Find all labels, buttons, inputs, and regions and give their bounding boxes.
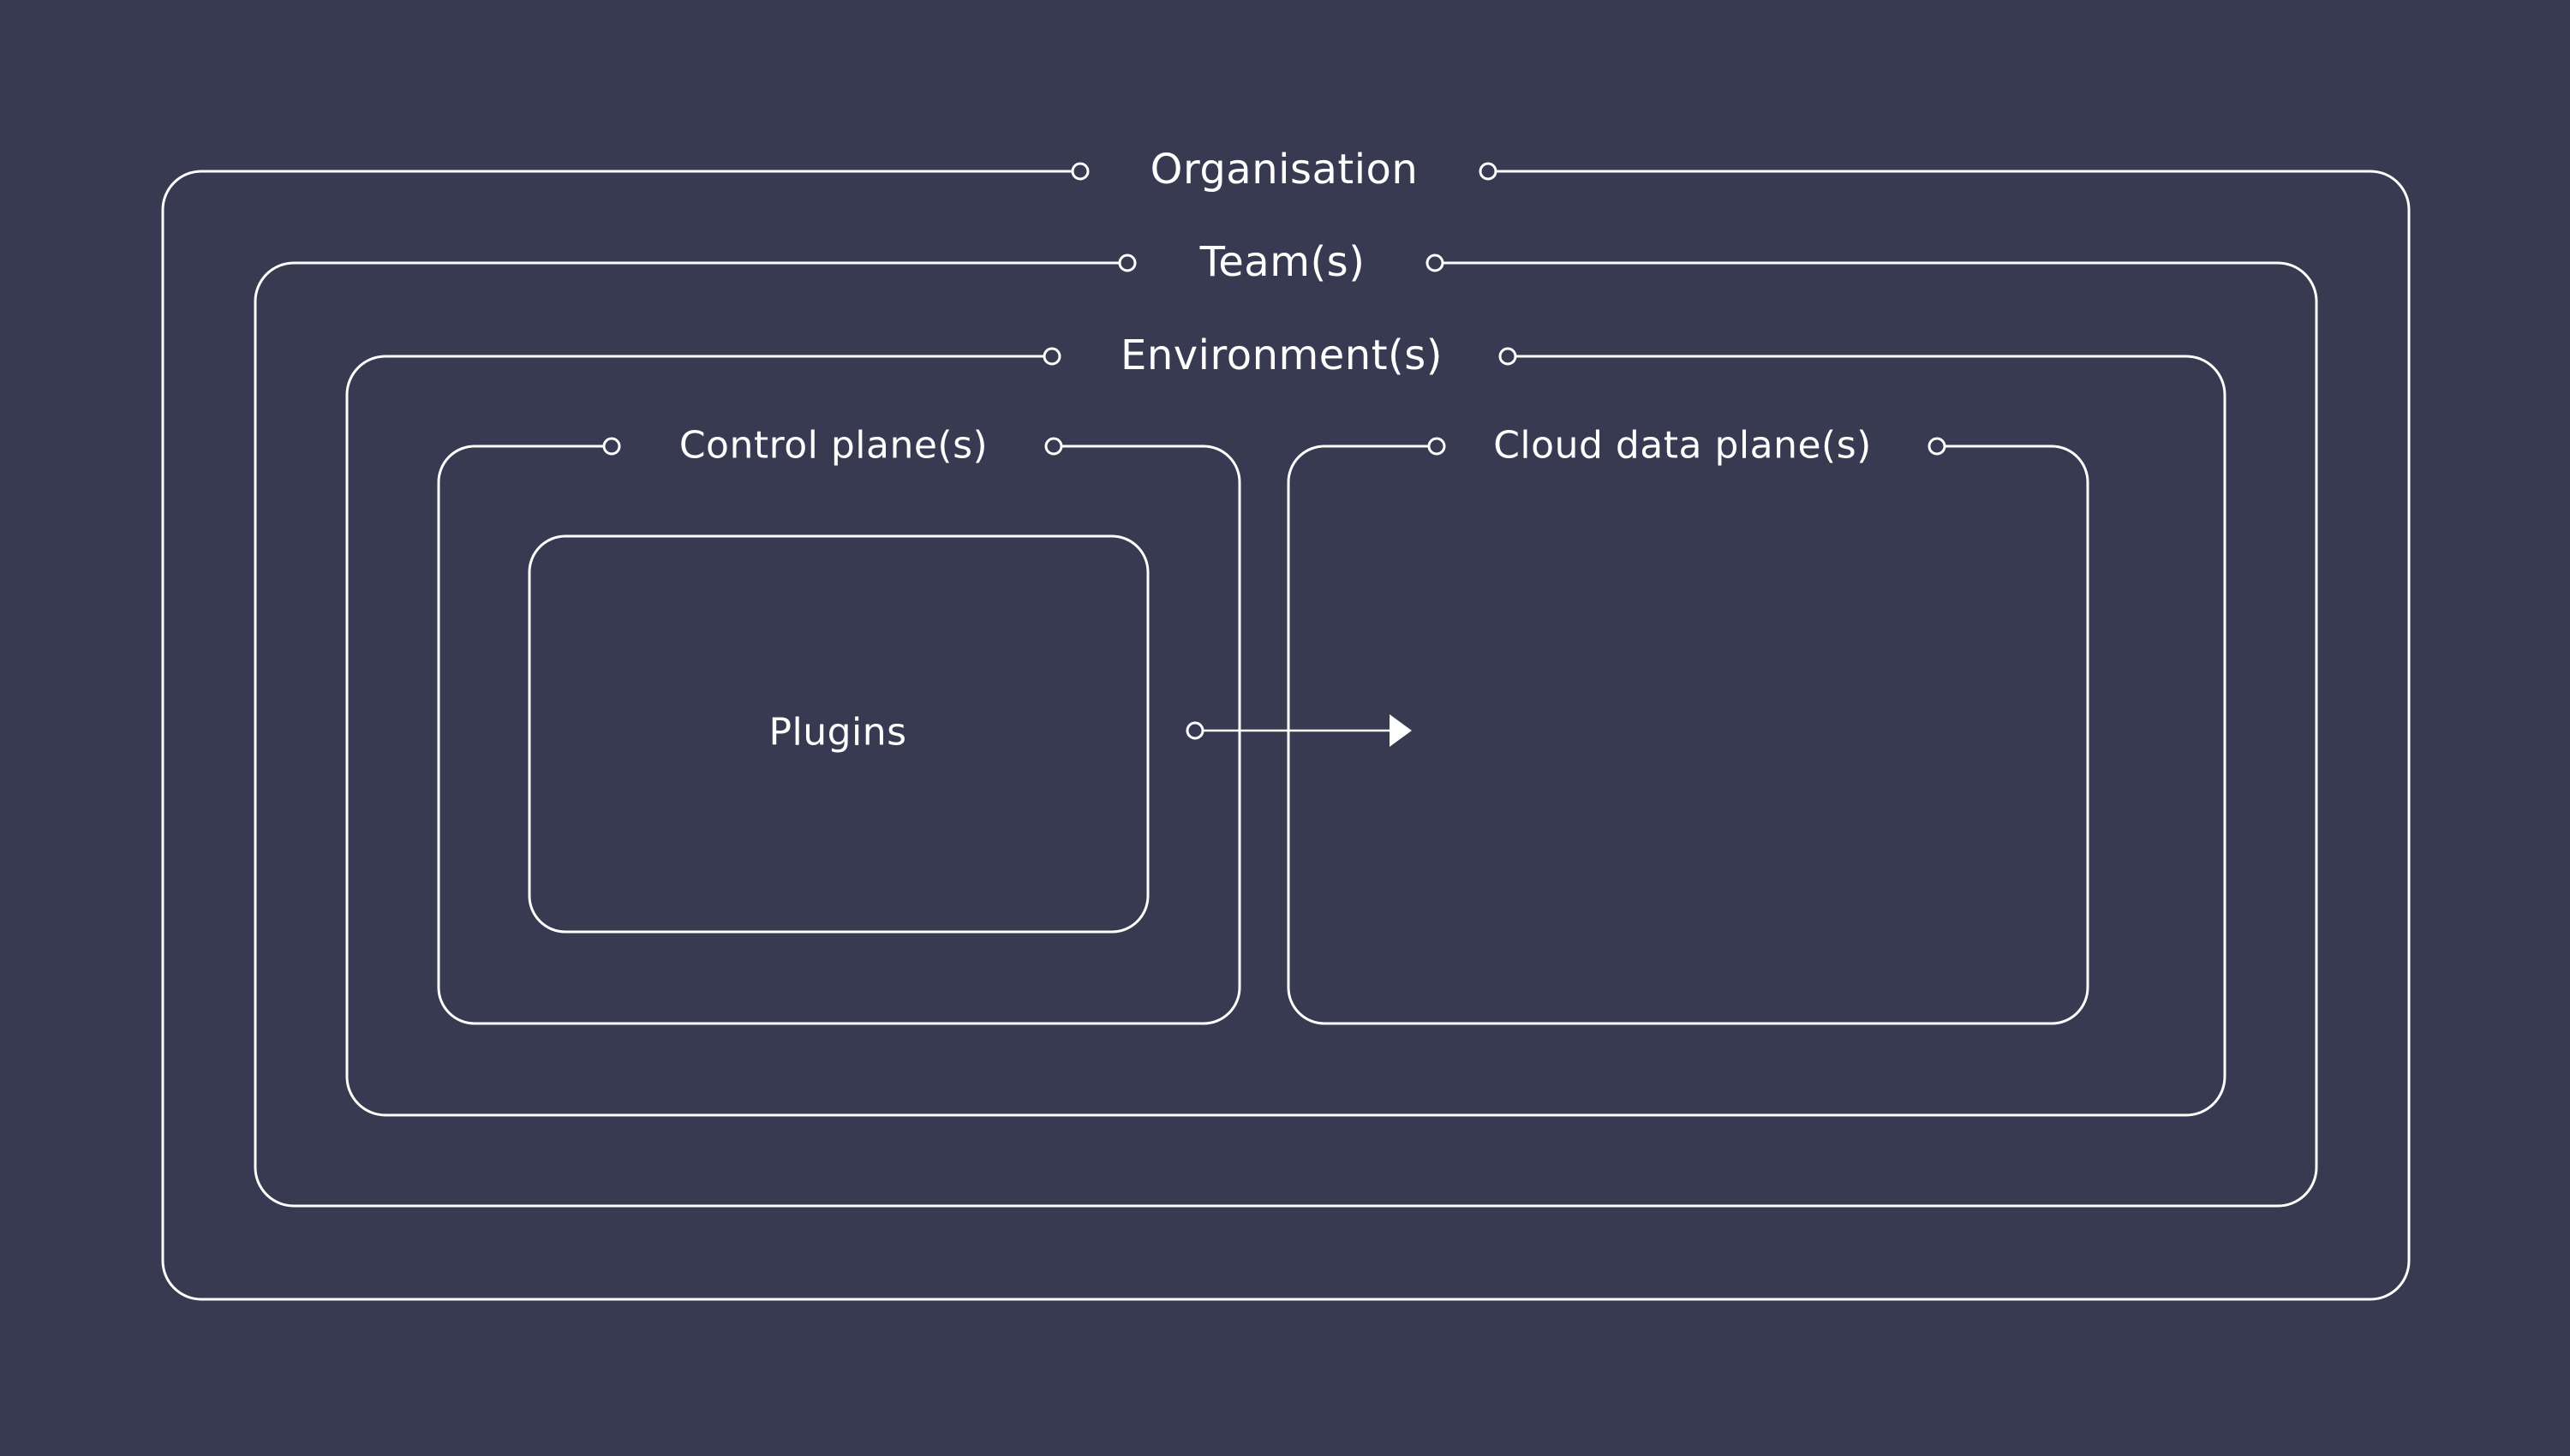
team-connector-left-dot bbox=[1118, 254, 1137, 272]
arrow-source-dot bbox=[1186, 721, 1204, 740]
control-plane-box-outline bbox=[437, 445, 1241, 1025]
organisation-box-group[interactable] bbox=[161, 162, 2411, 1301]
cloud-data-plane-label: Cloud data plane(s) bbox=[1493, 423, 1872, 468]
organisation-label: Organisation bbox=[1150, 146, 1419, 194]
cloud-data-plane-connector-right-dot bbox=[1928, 437, 1946, 456]
plugins-to-cloud-data-plane-arrow[interactable] bbox=[1186, 714, 1412, 747]
plugins-label: Plugins bbox=[768, 710, 907, 755]
arrow-head-icon bbox=[1390, 714, 1412, 747]
cloud-data-plane-connector-left-dot bbox=[1427, 437, 1446, 456]
plugins-box-group[interactable] bbox=[528, 534, 1150, 934]
environment-box-outline bbox=[345, 355, 2226, 1117]
environment-label: Environment(s) bbox=[1121, 331, 1443, 379]
environment-connector-left-dot bbox=[1043, 347, 1061, 366]
control-plane-label: Control plane(s) bbox=[678, 423, 989, 468]
organisation-box-outline bbox=[161, 170, 2411, 1301]
cloud-data-plane-box-group[interactable] bbox=[1287, 437, 2089, 1025]
team-label: Team(s) bbox=[1199, 238, 1366, 286]
plugins-box-outline bbox=[528, 534, 1150, 934]
control-plane-box-group[interactable] bbox=[437, 437, 1241, 1025]
cloud-data-plane-box-outline bbox=[1287, 445, 2089, 1025]
organisation-connector-left-dot bbox=[1071, 162, 1090, 181]
environment-connector-right-dot bbox=[1498, 347, 1517, 366]
team-connector-right-dot bbox=[1425, 254, 1444, 272]
environment-box-group[interactable] bbox=[345, 347, 2226, 1117]
control-plane-connector-left-dot bbox=[602, 437, 621, 456]
control-plane-connector-right-dot bbox=[1044, 437, 1063, 456]
team-box-outline bbox=[254, 261, 2318, 1208]
team-box-group[interactable] bbox=[254, 254, 2318, 1208]
organisation-connector-right-dot bbox=[1479, 162, 1497, 181]
